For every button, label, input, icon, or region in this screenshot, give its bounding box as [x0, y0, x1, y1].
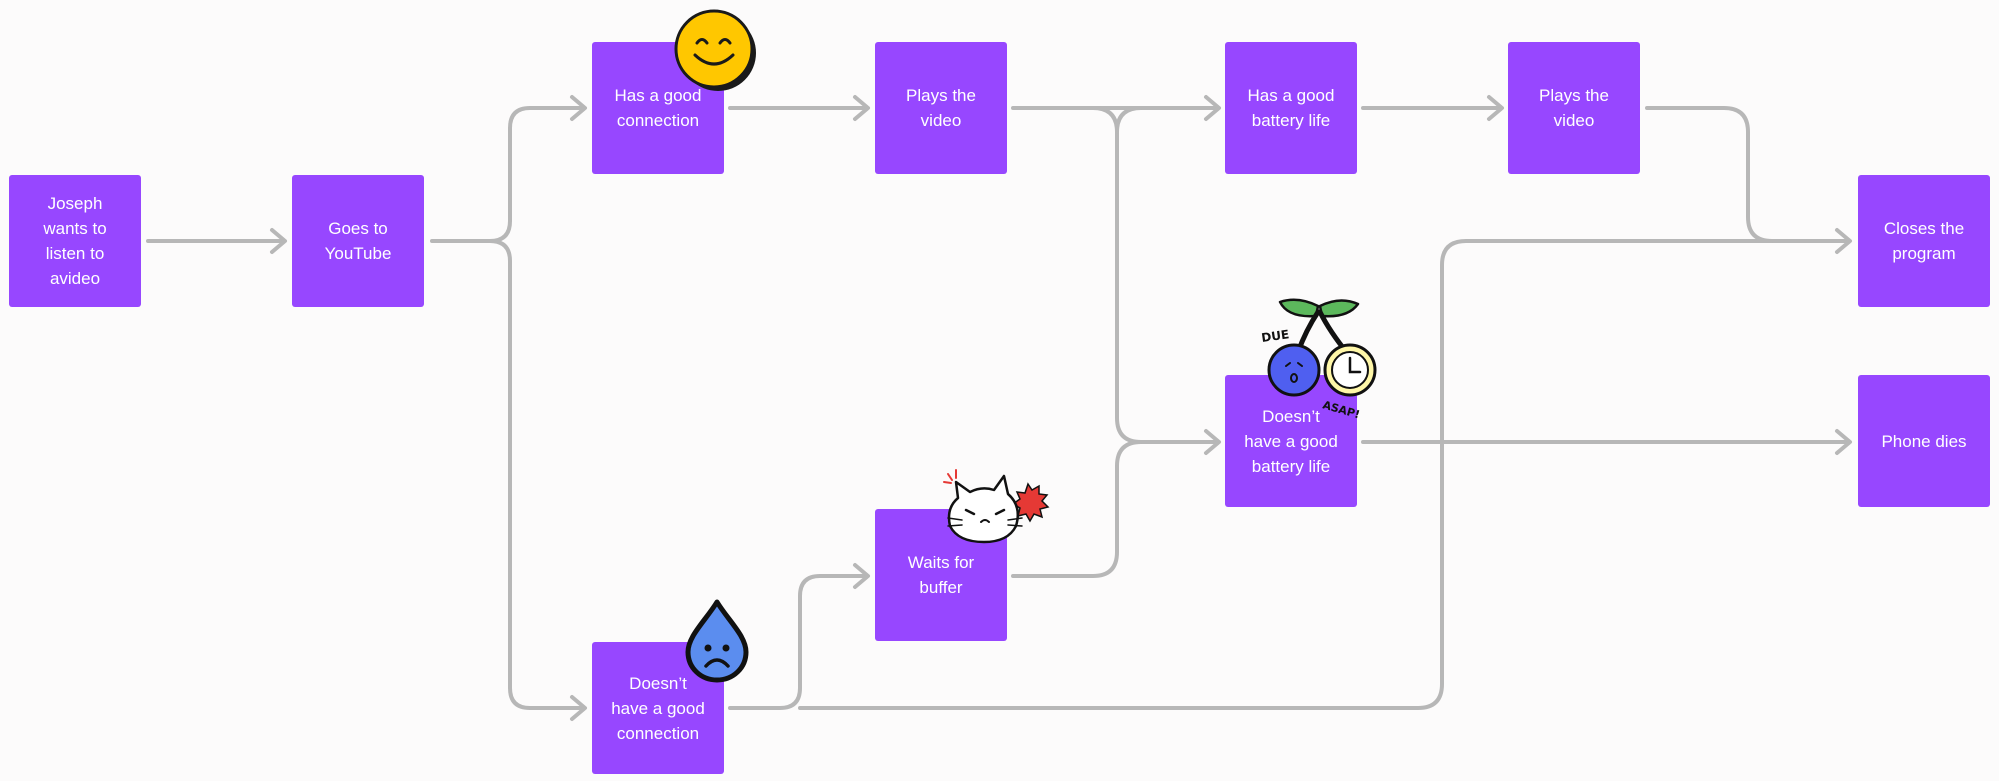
- node-label: Joseph wants to listen to avideo: [43, 194, 107, 288]
- node-label: Has a good connection: [614, 86, 702, 130]
- node-label: Doesn’t have a good connection: [611, 673, 705, 743]
- arrowhead-youtube: [270, 228, 287, 254]
- node-closes-program[interactable]: Closes the program: [1858, 175, 1990, 307]
- node-label: Waits for buffer: [907, 553, 975, 597]
- arrowhead-good-connection: [570, 95, 587, 121]
- arrowhead-waits-buffer: [853, 563, 870, 589]
- arrowhead-phone-dies: [1835, 429, 1852, 455]
- connector-branch-up: [1115, 106, 1143, 134]
- arrowhead-good-battery: [1204, 95, 1221, 121]
- node-plays-video-1[interactable]: Plays the video: [875, 42, 1007, 174]
- connector-waits-buffer-battery: [1011, 440, 1143, 578]
- arrowhead-bad-battery: [1204, 429, 1221, 455]
- connector-bad-connection-closes-program: [798, 239, 1850, 710]
- arrowhead-plays-video-2: [1487, 95, 1504, 121]
- node-youtube[interactable]: Goes to YouTube: [292, 175, 424, 307]
- node-label: Goes to YouTube: [324, 219, 392, 263]
- connector-youtube-bad-connection: [488, 239, 585, 710]
- smiley-face-icon[interactable]: [670, 5, 762, 95]
- node-start[interactable]: Joseph wants to listen to avideo: [9, 175, 141, 307]
- node-bad-battery[interactable]: Doesn’t have a good battery life: [1225, 375, 1357, 507]
- node-label: Doesn’t have a good battery life: [1244, 406, 1338, 476]
- node-label: Plays the video: [906, 86, 976, 130]
- node-label: Has a good battery life: [1247, 86, 1335, 130]
- due-text: DUE: [1260, 327, 1290, 345]
- angry-cat-icon[interactable]: [942, 468, 1054, 550]
- cherry-clock-icon[interactable]: DUE ASAP!: [1258, 296, 1382, 421]
- connector-plays-video-bad-battery: [1091, 106, 1219, 444]
- arrowhead-plays-video-1: [853, 95, 870, 121]
- node-phone-dies[interactable]: Phone dies: [1858, 375, 1990, 507]
- node-label: Plays the video: [1539, 86, 1609, 130]
- connector-bad-connection-waits-buffer: [728, 574, 868, 710]
- arrowhead-closes-program: [1835, 228, 1852, 254]
- connector-plays-video-closes-program: [1645, 106, 1774, 243]
- sad-water-drop-icon[interactable]: [682, 598, 752, 684]
- node-plays-video-2[interactable]: Plays the video: [1508, 42, 1640, 174]
- arrowhead-bad-connection: [570, 695, 587, 721]
- node-label: Phone dies: [1881, 431, 1967, 451]
- node-good-battery[interactable]: Has a good battery life: [1225, 42, 1357, 174]
- connector-youtube-good-connection: [430, 106, 585, 243]
- node-label: Closes the program: [1883, 219, 1965, 263]
